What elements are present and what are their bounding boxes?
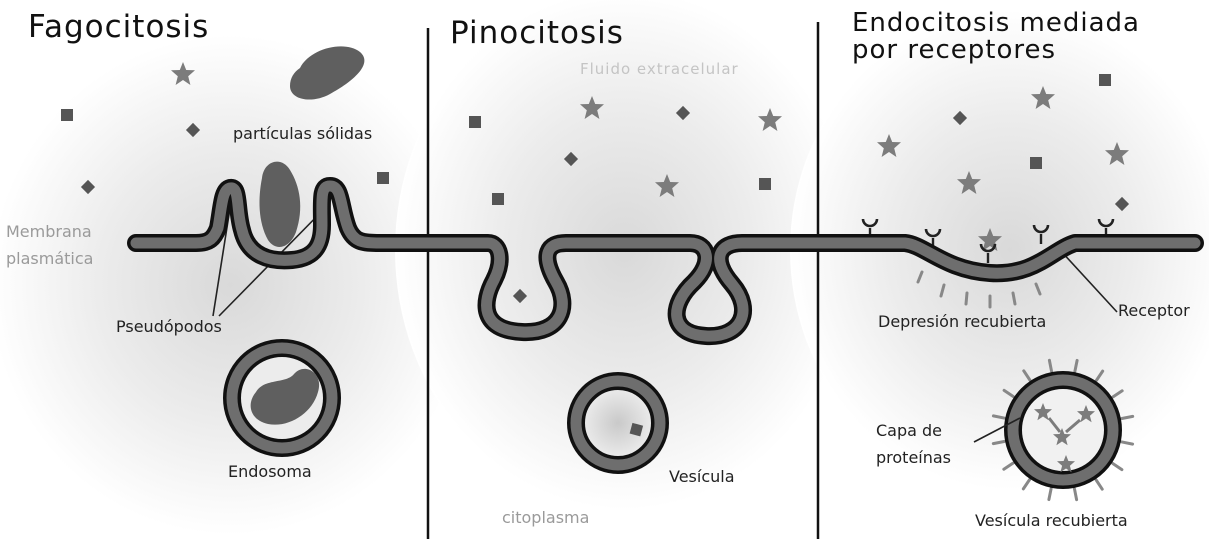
square-particle (492, 193, 504, 205)
membrane-label-line1: Membrana (6, 222, 92, 241)
protein-coat-label-line2: proteínas (876, 448, 951, 467)
particles-label: partículas sólidas (233, 124, 372, 143)
receptor-label: Receptor (1118, 301, 1190, 320)
pinocytic-vesicle (576, 381, 660, 465)
receptor-endocytosis-title-line2: por receptores (852, 35, 1056, 65)
endosome-label: Endosoma (228, 462, 312, 481)
fagocitosis-title: Fagocitosis (28, 9, 209, 45)
protein-coat-label-line1: Capa de (876, 421, 942, 440)
square-particle (469, 116, 481, 128)
square-particle (1099, 74, 1111, 86)
square-particle (61, 109, 73, 121)
endosome (232, 348, 332, 448)
square-particle (377, 172, 389, 184)
coated-pit-label: Depresión recubierta (878, 312, 1046, 331)
square-particle (1030, 157, 1042, 169)
square-particle (759, 178, 771, 190)
coated-vesicle-label: Vesícula recubierta (975, 511, 1128, 530)
receptor-endocytosis-title-line1: Endocitosis mediada (852, 8, 1140, 38)
pinocitosis-title: Pinocitosis (450, 15, 624, 51)
pseudopods-label: Pseudópodos (116, 317, 222, 336)
membrane-label-line2: plasmática (6, 249, 93, 268)
extracellular-fluid-label: Fluido extracelular (580, 60, 739, 78)
cytoplasm-label: citoplasma (502, 508, 589, 527)
vesicle-label: Vesícula (669, 467, 735, 486)
